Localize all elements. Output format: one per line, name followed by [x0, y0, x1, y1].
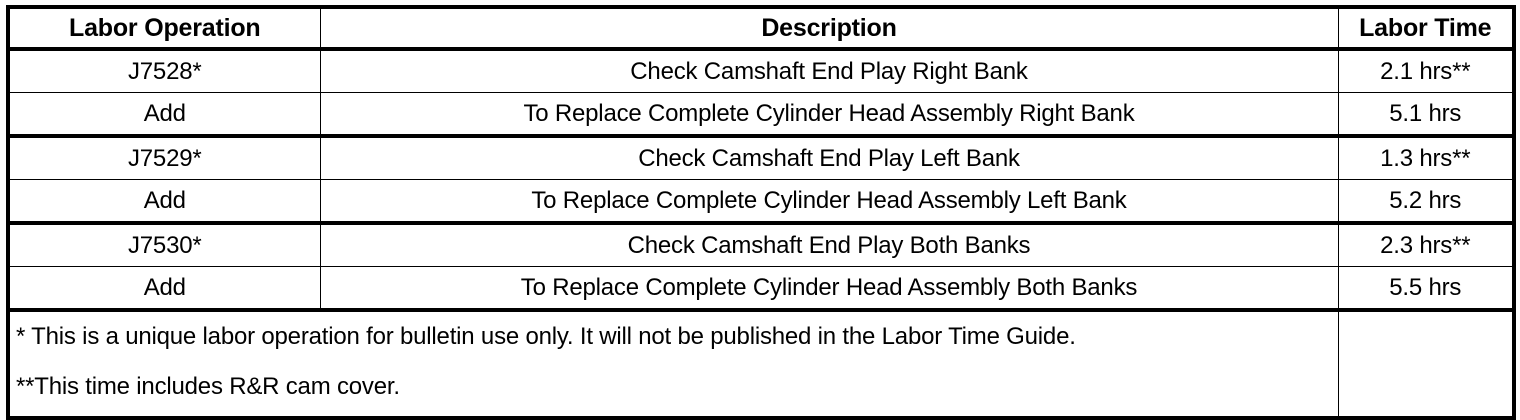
table-body: J7528* Check Camshaft End Play Right Ban… — [7, 48, 1515, 419]
table-row: J7529* Check Camshaft End Play Left Bank… — [7, 135, 1515, 180]
footnote-spacer — [16, 354, 1338, 370]
cell-description: To Replace Complete Cylinder Head Assemb… — [319, 266, 1339, 312]
cell-labor-time: 2.3 hrs** — [1337, 222, 1515, 267]
footnote-single-asterisk: * This is a unique labor operation for b… — [16, 323, 1076, 350]
table-header: Labor Operation Description Labor Time — [7, 6, 1515, 51]
cell-labor-time: 5.2 hrs — [1337, 179, 1515, 225]
table-row: Add To Replace Complete Cylinder Head As… — [7, 92, 1515, 138]
table-row: Add To Replace Complete Cylinder Head As… — [7, 179, 1515, 225]
cell-labor-time: 5.5 hrs — [1337, 266, 1515, 312]
column-header-description: Description — [319, 6, 1339, 51]
column-header-labor-time: Labor Time — [1337, 6, 1515, 51]
cell-labor-time: 1.3 hrs** — [1337, 135, 1515, 180]
cell-description: To Replace Complete Cylinder Head Assemb… — [319, 179, 1339, 225]
cell-description: Check Camshaft End Play Right Bank — [319, 48, 1339, 93]
labor-operation-table: Labor Operation Description Labor Time J… — [6, 5, 1516, 420]
footnote-cell: * This is a unique labor operation for b… — [7, 309, 1339, 419]
table-row: Add To Replace Complete Cylinder Head As… — [7, 266, 1515, 312]
cell-labor-time: 5.1 hrs — [1337, 92, 1515, 138]
footnote-double-asterisk: **This time includes R&R cam cover. — [16, 373, 400, 400]
cell-labor-operation: J7528* — [7, 48, 321, 93]
cell-labor-operation: J7529* — [7, 135, 321, 180]
cell-labor-operation: Add — [7, 179, 321, 225]
cell-description: To Replace Complete Cylinder Head Assemb… — [319, 92, 1339, 138]
labor-operation-table-document: Labor Operation Description Labor Time J… — [0, 5, 1520, 420]
cell-labor-operation: Add — [7, 92, 321, 138]
table-row: J7528* Check Camshaft End Play Right Ban… — [7, 48, 1515, 93]
table-row: J7530* Check Camshaft End Play Both Bank… — [7, 222, 1515, 267]
cell-labor-time: 2.1 hrs** — [1337, 48, 1515, 93]
cell-labor-operation: Add — [7, 266, 321, 312]
cell-labor-operation: J7530* — [7, 222, 321, 267]
cell-description: Check Camshaft End Play Both Banks — [319, 222, 1339, 267]
column-header-labor-operation: Labor Operation — [7, 6, 321, 51]
cell-description: Check Camshaft End Play Left Bank — [319, 135, 1339, 180]
footnote-labor-time-cell — [1337, 309, 1515, 419]
table-header-row: Labor Operation Description Labor Time — [7, 6, 1515, 51]
table-footnote-row: * This is a unique labor operation for b… — [7, 309, 1515, 419]
